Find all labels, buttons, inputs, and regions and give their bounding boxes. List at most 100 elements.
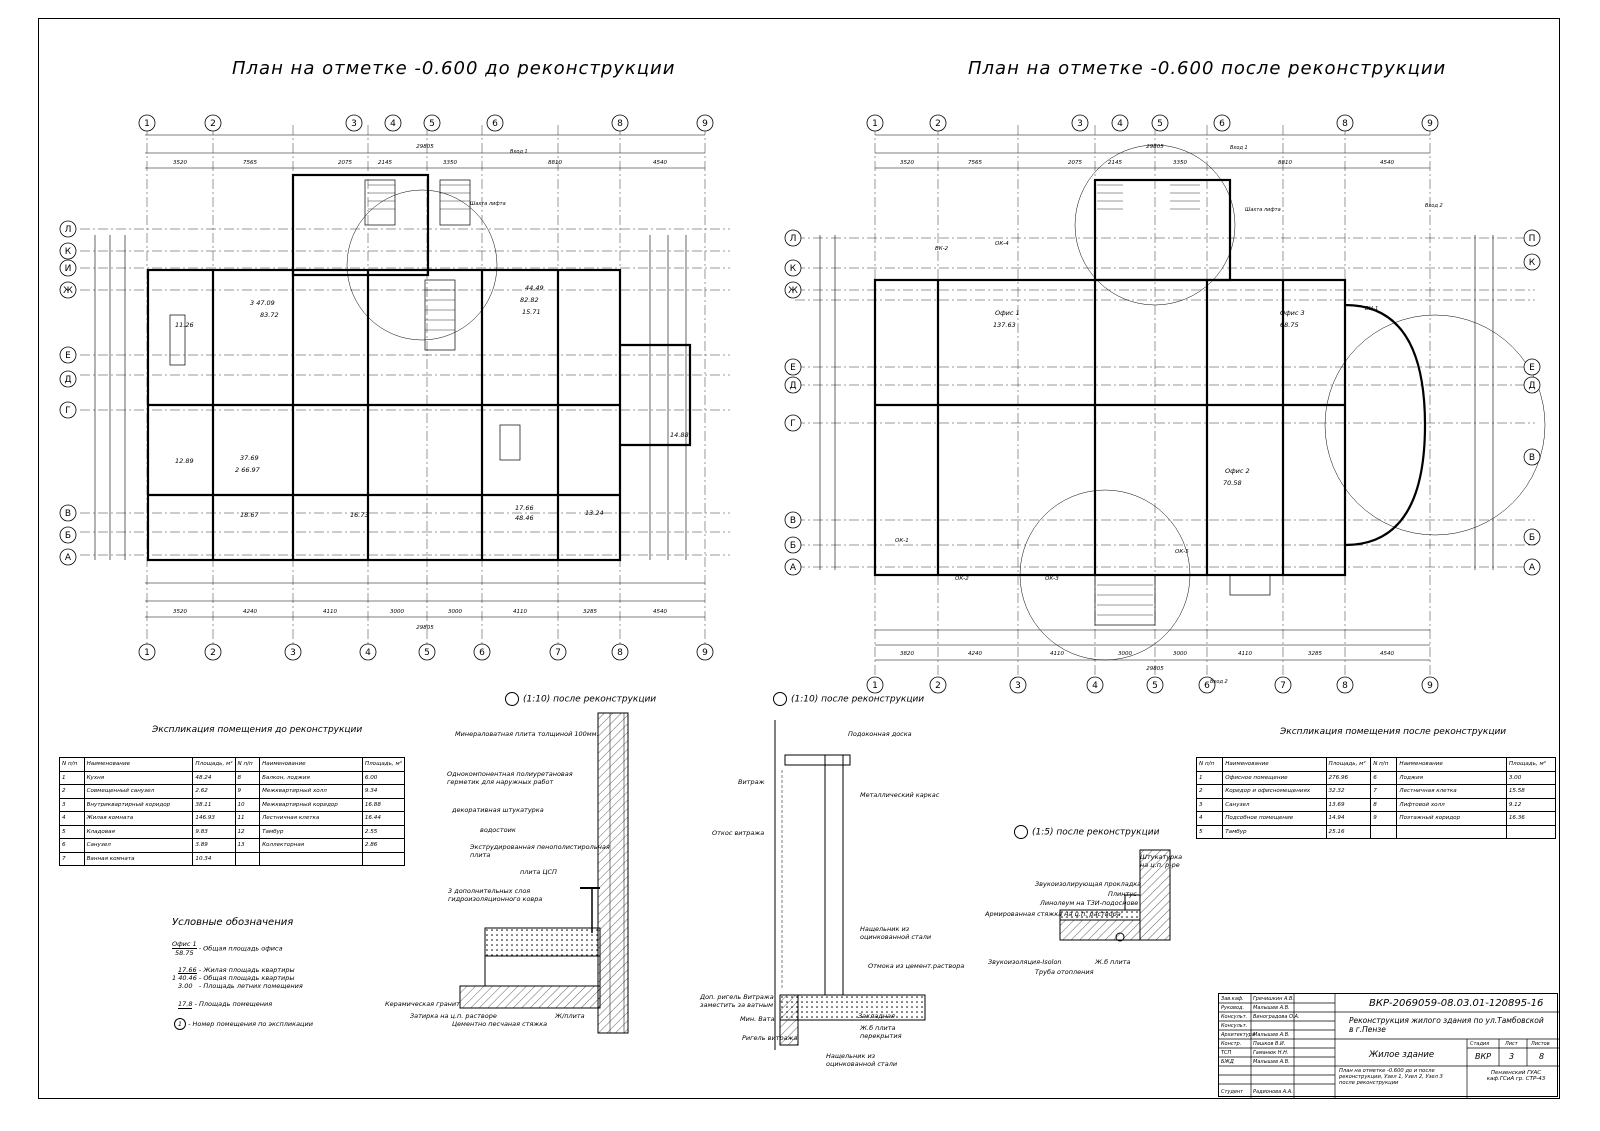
svg-text:7565: 7565 [243, 160, 257, 166]
svg-text:16.73: 16.73 [350, 511, 369, 519]
svg-text:82.82: 82.82 [520, 296, 539, 304]
svg-text:5: 5 [1157, 119, 1163, 129]
svg-text:В: В [1529, 453, 1535, 463]
svg-text:3: 3 [1077, 119, 1083, 129]
svg-text:12.89: 12.89 [175, 457, 194, 465]
svg-text:4240: 4240 [243, 609, 257, 615]
svg-text:48.46: 48.46 [515, 514, 534, 522]
svg-text:8: 8 [1342, 681, 1348, 691]
node3-caption: (1:5) после реконструкции [1014, 825, 1159, 839]
svg-text:Ж: Ж [788, 286, 798, 296]
svg-text:Вход 2: Вход 2 [1425, 203, 1443, 209]
svg-text:4540: 4540 [653, 160, 667, 166]
axis-8-top: 8 [617, 119, 623, 129]
svg-text:В: В [65, 509, 71, 519]
svg-text:7: 7 [1280, 681, 1286, 691]
axis-3-top: 3 [351, 119, 357, 129]
object-name: Жилое здание [1369, 1050, 1435, 1060]
svg-text:А: А [790, 563, 797, 573]
node1-label-2: декоративная штукатурка [452, 806, 544, 814]
axis-6-top: 6 [492, 119, 498, 129]
svg-text:8: 8 [1342, 119, 1348, 129]
svg-text:Г: Г [790, 419, 796, 429]
axis-3-bottom: 3 [290, 648, 296, 658]
svg-text:83.72: 83.72 [260, 311, 279, 319]
svg-text:Л: Л [790, 234, 797, 244]
svg-text:3520: 3520 [900, 160, 914, 166]
svg-text:Д: Д [64, 375, 71, 385]
svg-text:44.49: 44.49 [525, 284, 544, 292]
svg-text:4540: 4540 [653, 609, 667, 615]
svg-text:ОК-5: ОК-5 [1175, 549, 1189, 555]
svg-text:4240: 4240 [968, 651, 982, 657]
svg-text:3520: 3520 [173, 160, 187, 166]
svg-text:В: В [790, 516, 796, 526]
axis-5-top: 5 [429, 119, 435, 129]
svg-text:К: К [1529, 258, 1536, 268]
svg-text:11.26: 11.26 [175, 321, 194, 329]
svg-text:ВК-2: ВК-2 [935, 246, 949, 252]
svg-text:И: И [65, 264, 72, 274]
axis-9-bottom: 9 [702, 648, 708, 658]
svg-text:14.88: 14.88 [670, 431, 689, 439]
svg-text:2: 2 [935, 119, 941, 129]
svg-text:37.69: 37.69 [240, 454, 259, 462]
svg-text:70.58: 70.58 [1223, 479, 1242, 487]
node1-label-0: Минераловатная плита толщиной 100мм. [455, 730, 599, 738]
svg-text:137.63: 137.63 [993, 321, 1016, 329]
svg-text:9: 9 [1427, 119, 1433, 129]
axis-9-top: 9 [702, 119, 708, 129]
node1-detail [459, 712, 629, 1034]
svg-text:2145: 2145 [1108, 160, 1122, 166]
svg-text:Д: Д [1528, 381, 1535, 391]
axis-1-bottom: 1 [144, 648, 150, 658]
svg-text:Е: Е [1529, 363, 1535, 373]
svg-text:Б: Б [790, 541, 796, 551]
svg-text:Г: Г [65, 406, 71, 416]
svg-text:Офис 1: Офис 1 [995, 309, 1020, 317]
plan-before-title: План на отметке -0.600 до реконструкции [232, 58, 676, 79]
dim-overall: 29805 [416, 144, 434, 150]
svg-text:Е: Е [65, 351, 71, 361]
drawing-code: ВКР-2069059-08.03.01-120895-16 [1369, 998, 1544, 1009]
node1-label-7: Керамическая гранит [385, 1000, 460, 1008]
svg-text:6: 6 [1204, 681, 1210, 691]
axis-7-bottom: 7 [555, 648, 561, 658]
svg-text:2075: 2075 [1068, 160, 1082, 166]
svg-text:4110: 4110 [323, 609, 337, 615]
svg-text:17.66: 17.66 [515, 504, 534, 512]
explication-before-title: Экспликация помещения до реконструкции [152, 725, 363, 735]
title-block-grid [1219, 994, 1559, 1098]
axis-5-bottom: 5 [424, 648, 430, 658]
svg-text:8810: 8810 [548, 160, 562, 166]
sheet-title: План на отметке -0.600 до и после реконс… [1339, 1068, 1443, 1086]
axis-4-bottom: 4 [365, 648, 371, 658]
svg-text:К: К [65, 247, 72, 257]
svg-text:3000: 3000 [448, 609, 462, 615]
svg-text:6: 6 [1219, 119, 1225, 129]
svg-text:2 66.97: 2 66.97 [235, 466, 261, 474]
legend-room-area: 17.8 - Площадь помещения [178, 1000, 273, 1009]
svg-text:К: К [790, 264, 797, 274]
node1-label-4: Экструдированная пенополистирольная плит… [470, 843, 610, 859]
svg-text:3350: 3350 [1173, 160, 1187, 166]
svg-text:ОК-3: ОК-3 [1045, 576, 1059, 582]
axis-1-top: 1 [144, 119, 150, 129]
node1-caption: (1:10) после реконструкции [505, 692, 656, 706]
svg-text:ОК-4: ОК-4 [995, 241, 1009, 247]
legend-room-number: 1 - Номер помещения по экспликации [174, 1018, 313, 1030]
svg-text:Б: Б [65, 531, 71, 541]
svg-text:1: 1 [872, 119, 878, 129]
svg-text:ВН-1: ВН-1 [1365, 306, 1378, 312]
svg-text:9: 9 [1427, 681, 1433, 691]
node1-label-5: плита ЦСП [520, 868, 557, 876]
